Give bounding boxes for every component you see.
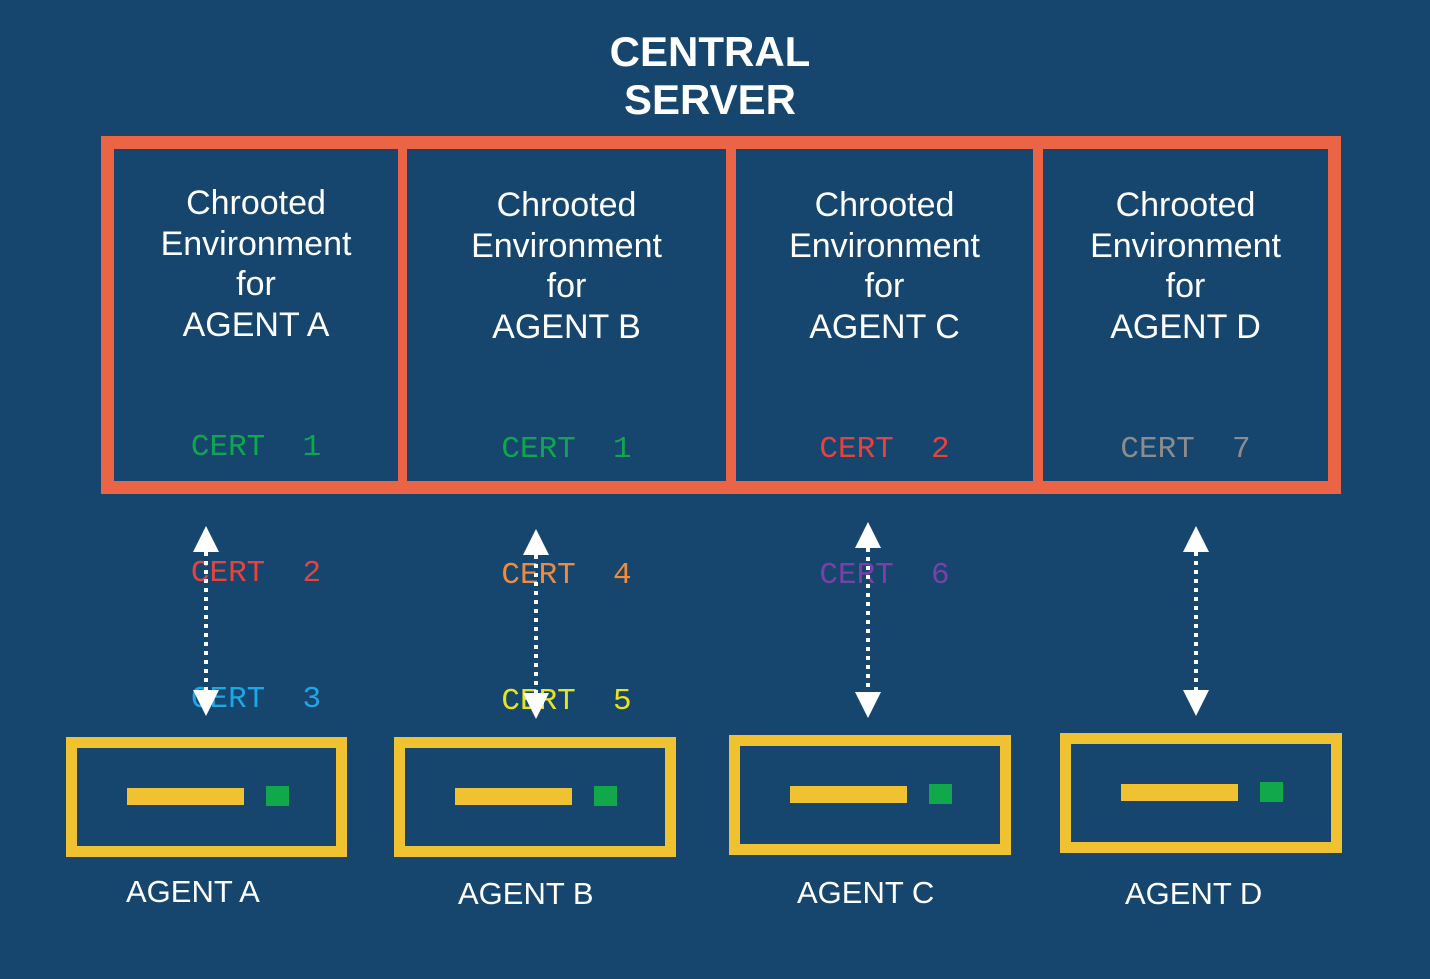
environment-line-3: for <box>864 267 905 305</box>
agent-label: AGENT D <box>1125 876 1263 911</box>
cert-label: CERT 7 <box>1120 432 1251 467</box>
cert-list: CERT 2 CERT 6 <box>736 345 1033 681</box>
bidirectional-arrow-icon <box>855 522 881 718</box>
central-server-frame: Chrooted Environment for AGENT A CERT 1 … <box>101 136 1341 719</box>
agent-d-server-icon <box>1060 733 1342 853</box>
title-line-2: SERVER <box>624 76 796 123</box>
environment-line-3: for <box>1165 267 1206 305</box>
agent-b-server-icon <box>394 737 676 857</box>
environment-title: Chrooted Environment for AGENT C <box>736 185 1033 347</box>
drive-slot-icon <box>127 788 244 805</box>
environment-line-3: for <box>546 267 587 305</box>
environment-cell-agent-a: Chrooted Environment for AGENT A CERT 1 … <box>114 149 398 717</box>
environment-line-1: Chrooted <box>496 186 637 224</box>
status-led-icon <box>594 786 617 806</box>
environment-line-2: Environment <box>160 224 352 263</box>
status-led-icon <box>1260 782 1283 802</box>
bidirectional-arrow-icon <box>1183 526 1209 716</box>
environment-line-4: AGENT C <box>809 307 960 346</box>
bidirectional-arrow-icon <box>193 526 219 716</box>
environment-line-4: AGENT A <box>182 305 330 344</box>
environment-title: Chrooted Environment for AGENT D <box>1043 185 1328 347</box>
environment-line-2: Environment <box>471 226 662 265</box>
cert-list: CERT 7 <box>1043 345 1328 555</box>
cert-label: CERT 1 <box>190 430 322 465</box>
status-led-icon <box>929 784 952 804</box>
cert-label: CERT 6 <box>819 558 950 593</box>
environment-title: Chrooted Environment for AGENT B <box>407 185 726 347</box>
cert-label: CERT 4 <box>501 558 632 593</box>
cert-label: CERT 2 <box>190 556 322 591</box>
bidirectional-arrow-icon <box>523 529 549 719</box>
cert-label: CERT 2 <box>819 432 950 467</box>
diagram-title: CENTRAL SERVER <box>515 28 905 124</box>
cert-list: CERT 1 CERT 2 CERT 3 <box>114 343 398 805</box>
agent-c-server-icon <box>729 735 1011 855</box>
drive-slot-icon <box>790 786 907 803</box>
environment-line-1: Chrooted <box>186 184 326 222</box>
environment-cell-agent-b: Chrooted Environment for AGENT B CERT 1 … <box>407 149 726 719</box>
drive-slot-icon <box>1121 784 1238 801</box>
drive-slot-icon <box>455 788 572 805</box>
environment-title: Chrooted Environment for AGENT A <box>114 183 398 345</box>
environment-line-1: Chrooted <box>814 186 955 224</box>
environment-cell-agent-c: Chrooted Environment for AGENT C CERT 2 … <box>736 149 1033 593</box>
title-line-1: CENTRAL <box>609 28 811 75</box>
environment-line-3: for <box>236 265 276 303</box>
cert-label: CERT 1 <box>501 432 632 467</box>
environment-line-4: AGENT D <box>1110 307 1261 346</box>
agent-label: AGENT B <box>458 876 594 911</box>
cert-label: CERT 5 <box>501 684 632 719</box>
environment-line-1: Chrooted <box>1115 186 1256 224</box>
agent-a-server-icon <box>66 737 347 857</box>
agent-label: AGENT C <box>797 875 935 910</box>
cert-label: CERT 3 <box>190 682 322 717</box>
status-led-icon <box>266 786 289 806</box>
environment-line-2: Environment <box>1090 226 1281 265</box>
environment-line-4: AGENT B <box>492 307 641 346</box>
agent-label: AGENT A <box>126 874 260 909</box>
environment-cell-agent-d: Chrooted Environment for AGENT D CERT 7 <box>1043 149 1328 481</box>
environment-line-2: Environment <box>789 226 980 265</box>
